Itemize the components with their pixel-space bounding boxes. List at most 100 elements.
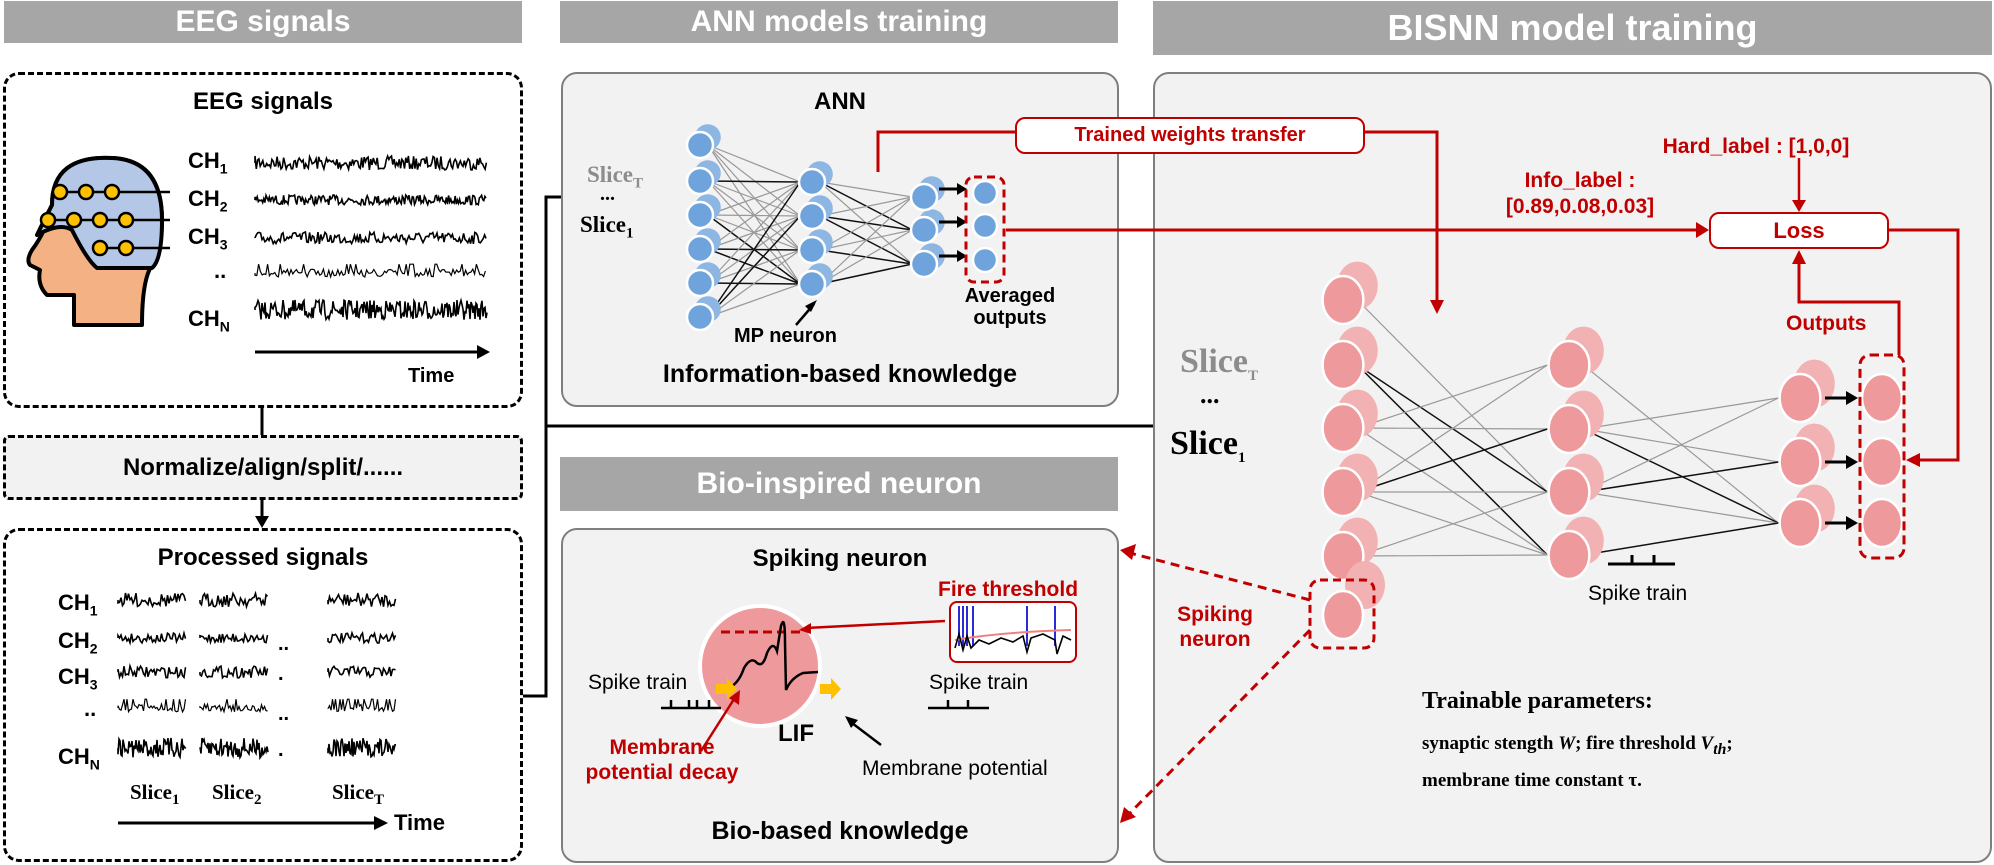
- spiking-neuron-line1: Spiking: [1177, 603, 1253, 626]
- bisnn-neuron-l1-1: [1547, 403, 1591, 455]
- normalize-step-label: Normalize/align/split/......: [122, 453, 404, 481]
- bisnn-neuron-l2-2: [1778, 497, 1822, 549]
- bisnn-spike-train-label: Spike train: [1588, 582, 1688, 605]
- fire-threshold-label: Fire threshold: [938, 578, 1079, 601]
- processed-ellipsis-3: ..: [278, 703, 289, 725]
- bisnn-neuron-l0-3: [1321, 466, 1365, 518]
- fire-threshold-arrow: [805, 619, 946, 630]
- mp-neuron-label: MP neuron: [734, 325, 837, 347]
- header-ann-training: ANN models training: [560, 1, 1118, 43]
- ann-connection-l0-5-0: [707, 181, 801, 318]
- processed-wave-ch5-slice3: [327, 737, 396, 759]
- ann-averaged-output-neuron-3: [971, 246, 999, 274]
- spike-train-out-marker: [928, 700, 989, 710]
- bisnn-connection-l1-2-2: [1583, 491, 1779, 524]
- ann-averaged-output-neuron-2: [971, 212, 999, 240]
- ann-connection-l0-5-3: [707, 283, 801, 318]
- hard-label-arrowhead: [1792, 200, 1806, 212]
- processed-wave-ch4-slice1: [117, 698, 187, 714]
- slice-label-1: Slice1: [130, 780, 180, 809]
- ann-connection-l0-1-0: [707, 180, 801, 183]
- bisnn-neuron-l1-2: [1547, 466, 1591, 518]
- processed-channel-label-1: CH1: [58, 590, 98, 619]
- info-label-line1: Info_label :: [1524, 169, 1636, 192]
- processed-wave-ch1-slice2: [199, 590, 269, 610]
- connector-normalize-to-processed: [255, 500, 269, 528]
- ann-connection-l1-0-0: [819, 181, 913, 198]
- ann-connection-l0-5-2: [707, 249, 801, 318]
- eeg-channel-label-1: CH1: [188, 148, 228, 177]
- lif-label: LIF: [778, 720, 814, 747]
- processed-channel-label-n: CHN: [58, 744, 100, 773]
- trainable-params-line2: membrane time constant τ.: [1422, 770, 1642, 791]
- spiking-neuron-line2: neuron: [1179, 628, 1251, 651]
- processed-channel-label-2: CH2: [58, 628, 98, 657]
- bisnn-slice-t-label: SliceT: [1180, 343, 1258, 384]
- slice-label-2: Slice2: [212, 780, 262, 809]
- decay-arrow: [699, 695, 738, 752]
- mp-neuron-arrowhead: [805, 300, 817, 312]
- eeg-channel-label-ellipsis: ..: [214, 258, 227, 283]
- info-label-arrowhead: [1696, 222, 1709, 238]
- loss-feedback-arrowhead: [1906, 453, 1920, 467]
- spiking-neuron: [1321, 589, 1365, 641]
- eeg-wave-1: [254, 153, 488, 173]
- decay-arrowhead: [729, 690, 740, 705]
- eeg-channel-label-2: CH2: [188, 186, 228, 215]
- spiking-neuron-dashed-box: [1308, 578, 1376, 650]
- bisnn-neuron-l0-1: [1321, 339, 1365, 391]
- outputs-label: Outputs: [1786, 312, 1867, 335]
- ann-network: [685, 124, 1006, 332]
- ann-output-arrowhead-3: [957, 250, 967, 262]
- ann-neuron-l0-3: [685, 234, 715, 264]
- processed-box-title: Processed signals: [157, 544, 369, 571]
- transfer-line-from-ann: [876, 130, 1015, 172]
- bisnn-neuron-l1-0: [1547, 339, 1591, 391]
- eeg-wave-3: [254, 230, 487, 247]
- processed-wave-ch5-slice1: [117, 736, 187, 760]
- averaged-outputs-label: Averaged outputs: [950, 285, 1070, 329]
- ann-slice-ellipsis: ...: [600, 183, 615, 205]
- head-with-eeg-cap-icon: [26, 155, 170, 327]
- trained-weights-transfer-box: Trained weights transfer: [1015, 117, 1365, 154]
- spike-train-in-label: Spike train: [588, 671, 688, 694]
- electrode-row-1: [51, 183, 170, 201]
- bio-panel: [561, 528, 1119, 863]
- ann-output-arrowhead-2: [957, 216, 967, 228]
- inset-threshold-curve: [954, 629, 1072, 641]
- transfer-arrowhead: [1430, 300, 1444, 314]
- spike-train-in-marker: [661, 700, 721, 710]
- bisnn-output-neuron-1: [1860, 372, 1904, 424]
- processed-wave-ch2-slice3: [327, 630, 397, 645]
- processed-wave-ch1-slice1: [117, 592, 187, 609]
- fire-threshold-inset: [949, 601, 1077, 663]
- info-label-line2: [0.89,0.08,0.03]: [1505, 195, 1655, 218]
- loss-box: Loss: [1709, 212, 1889, 249]
- ann-neuron-l0-5: [685, 302, 715, 332]
- ann-connection-l0-5-1: [707, 215, 801, 318]
- ann-connection-l1-2-0: [819, 196, 913, 251]
- ann-connection-l1-3-2: [819, 263, 913, 285]
- processed-wave-ch1-slice3: [327, 592, 397, 609]
- averaged-outputs-dashed-box: [964, 175, 1006, 284]
- membrane-decay-line2: potential decay: [585, 761, 739, 784]
- ann-averaged-output-neuron-1: [971, 179, 999, 207]
- processed-wave-ch4-slice3: [327, 698, 397, 713]
- normalize-step-box: Normalize/align/split/......: [3, 435, 523, 500]
- output-arrow-icon: [820, 678, 841, 700]
- eeg-box-title: EEG signals: [192, 88, 334, 115]
- averaged-outputs-line2: outputs: [973, 307, 1047, 329]
- ann-neuron-l0-0: [685, 130, 715, 160]
- ann-connection-l1-3-0: [819, 196, 913, 285]
- processed-signals-box: [3, 528, 523, 862]
- processed-wave-ch4-slice2: [199, 699, 268, 714]
- connector-eeg-to-normalize: [260, 408, 264, 440]
- hard-label: Hard_label : [1,0,0]: [1662, 135, 1850, 158]
- bisnn-connection-l0-4-3: [1357, 554, 1548, 557]
- outputs-to-loss-arrowhead: [1792, 250, 1806, 264]
- bisnn-output-arrowhead-3: [1846, 516, 1858, 530]
- bisnn-connection-l0-4-2: [1357, 491, 1548, 557]
- bisnn-output-arrowhead-2: [1846, 455, 1858, 469]
- bisnn-slice-ellipsis: ...: [1200, 380, 1220, 409]
